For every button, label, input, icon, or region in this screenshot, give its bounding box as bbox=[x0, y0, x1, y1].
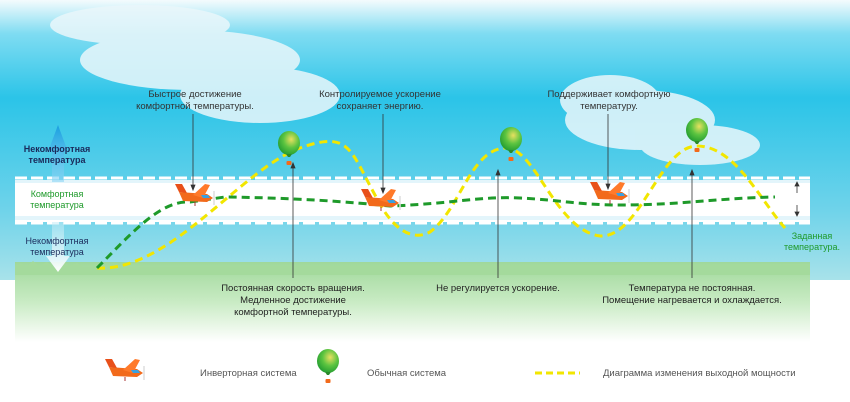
power-output-line bbox=[96, 139, 787, 270]
comfort-band bbox=[15, 180, 810, 222]
annotation-unstable-temperature: Температура не постоянная.Помещение нагр… bbox=[602, 283, 782, 306]
legend-balloon-icon bbox=[317, 349, 339, 383]
grass-edge bbox=[15, 261, 810, 275]
grass-ground bbox=[15, 262, 810, 342]
down-arrow-icon bbox=[46, 222, 70, 272]
annotation-constant-speed: Постоянная скорость вращения.Медленное д… bbox=[221, 283, 365, 318]
legend-conventional-label: Обычная система bbox=[367, 368, 447, 379]
label-uncomfortable-bottom: Некомфортная температура bbox=[25, 236, 89, 257]
annotation-pointers bbox=[190, 114, 695, 278]
label-set-temperature: Заданная температура. bbox=[783, 231, 841, 252]
legend-power-label: Диаграмма изменения выходной мощности bbox=[603, 368, 796, 379]
label-comfortable: Комфортная температура bbox=[30, 189, 84, 210]
up-arrow-icon bbox=[48, 125, 68, 182]
tolerance-arrows bbox=[794, 181, 800, 217]
annotation-no-acceleration-control: Не регулируется ускорение. bbox=[436, 283, 560, 294]
clouds bbox=[50, 5, 760, 165]
inverter-temperature-line bbox=[95, 195, 776, 270]
label-uncomfortable-top: Некомфортная температура bbox=[23, 144, 91, 165]
legend-inverter-label: Инверторная система bbox=[200, 368, 297, 379]
legend-airplane-icon bbox=[104, 358, 145, 382]
